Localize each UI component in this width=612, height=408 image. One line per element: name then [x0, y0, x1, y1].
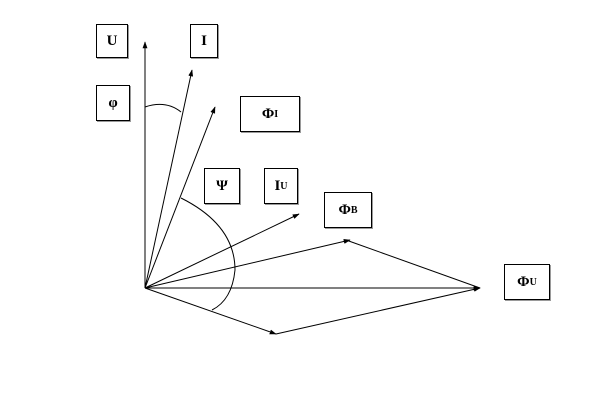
label-phi-u-sub: U	[529, 276, 537, 288]
label-phi-u-base: Φ	[517, 273, 530, 290]
label-phi-b-sub: B	[350, 204, 358, 216]
angle-psi-arc	[180, 197, 236, 311]
label-u-base: U	[106, 32, 118, 49]
vector-phi-i	[144, 106, 216, 289]
label-i-base: I	[201, 32, 207, 49]
label-phi-i-base: Φ	[261, 105, 275, 122]
polygon-side-lower	[275, 286, 481, 335]
label-psi: Ψ	[204, 168, 240, 204]
vector-i-u	[144, 213, 300, 289]
vector-phi-b	[144, 239, 351, 289]
label-phi-i-sub: I	[274, 108, 279, 120]
label-phi: φ	[96, 85, 130, 121]
label-psi-base: Ψ	[216, 177, 228, 194]
polygon-side-upper	[345, 239, 481, 289]
label-u: U	[96, 24, 128, 58]
label-phi-b-base: Φ	[338, 201, 351, 218]
vector-lower-component	[144, 287, 277, 335]
label-i-u-base: I	[274, 177, 281, 194]
label-i-u-sub: U	[280, 180, 288, 192]
angle-phi-arc	[144, 103, 182, 113]
label-i: I	[190, 24, 218, 58]
label-phi-base: φ	[108, 94, 118, 111]
vector-i	[144, 69, 194, 289]
